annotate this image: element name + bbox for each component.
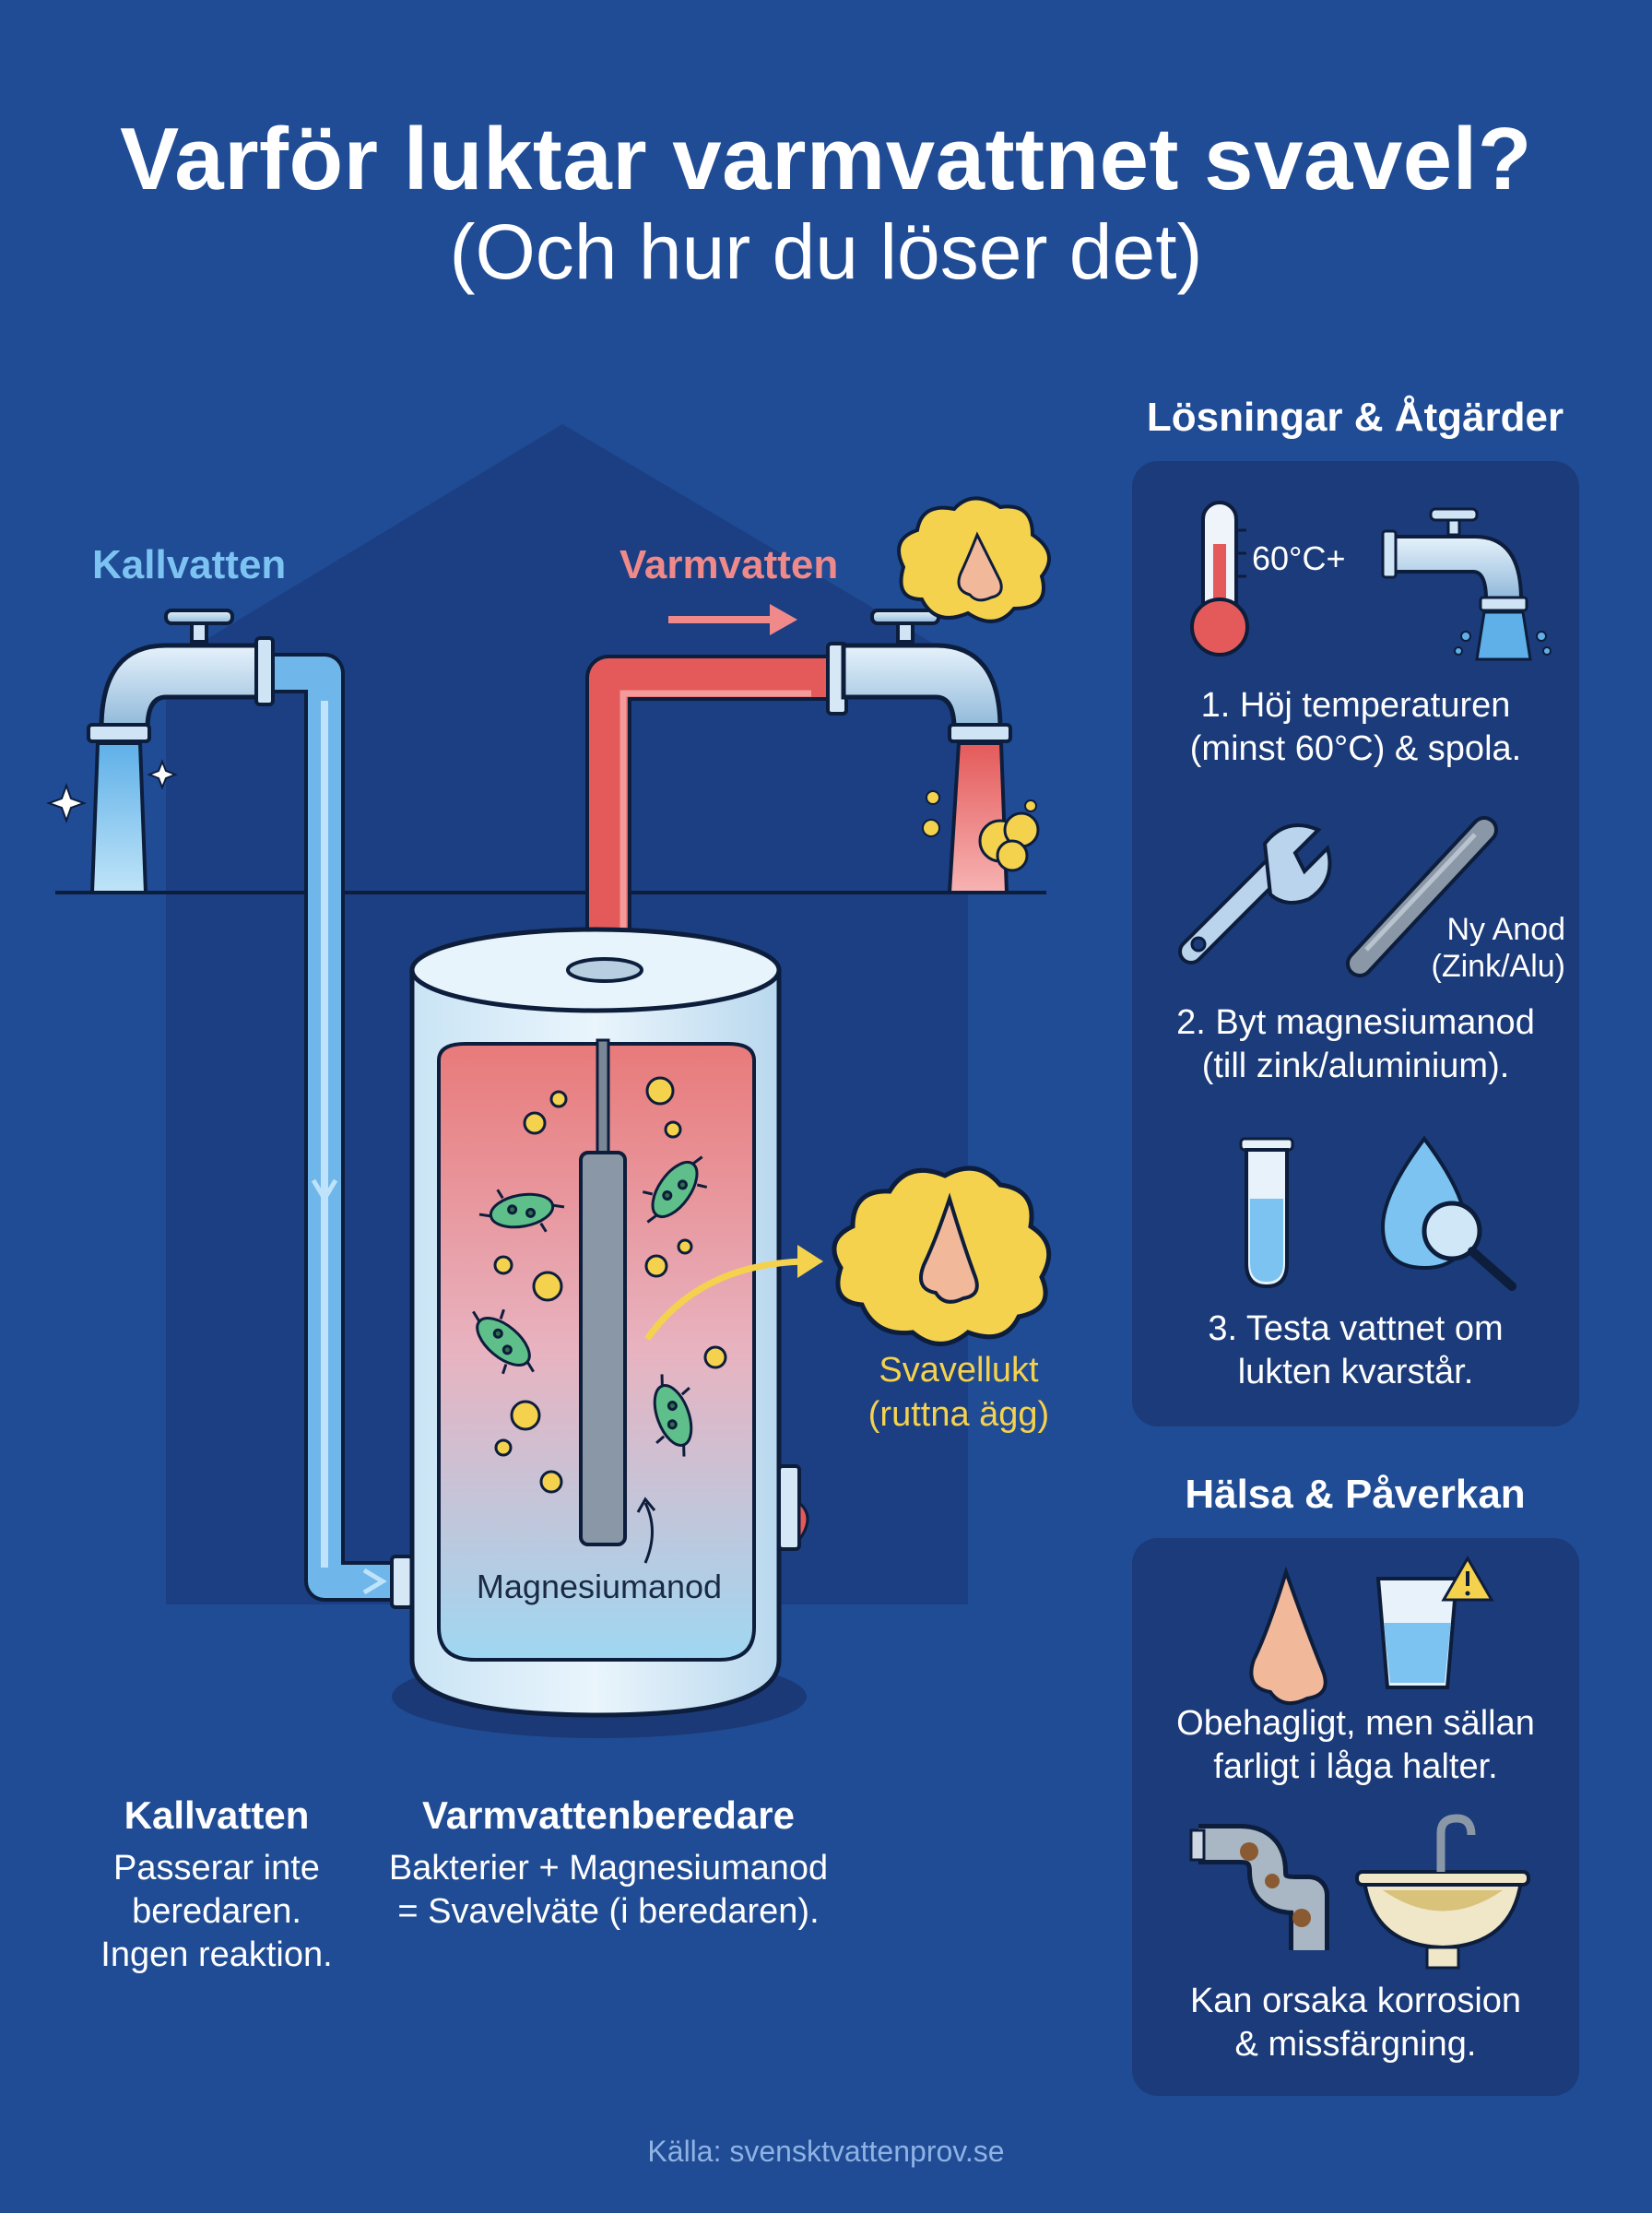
anode-rod bbox=[596, 1038, 610, 1162]
anode-rod-icon bbox=[1346, 816, 1498, 977]
solution-step-1: 1. Höj temperaturen (minst 60°C) & spola… bbox=[1132, 684, 1579, 771]
smell-label: Svavellukt (ruttna ägg) bbox=[830, 1348, 1088, 1437]
health-item-1-line2: farligt i låga halter. bbox=[1213, 1747, 1498, 1786]
solutions-panel bbox=[1132, 461, 1579, 1426]
solution-step-3-line1: 3. Testa vattnet om bbox=[1208, 1309, 1504, 1348]
hot-water-stream bbox=[947, 741, 1009, 894]
solution-step-3: 3. Testa vattnet om lukten kvarstår. bbox=[1132, 1308, 1579, 1394]
solution-step-3-line2: lukten kvarstår. bbox=[1237, 1353, 1474, 1391]
temperature-label: 60°C+ bbox=[1252, 539, 1346, 577]
thermometer-icon bbox=[1190, 501, 1249, 657]
sparkle-icon bbox=[147, 759, 178, 790]
cold-water-label: Kallvatten bbox=[92, 542, 287, 587]
sink-icon bbox=[1355, 1814, 1530, 1970]
anode-label: Magnesiumanod bbox=[476, 1568, 723, 1605]
cold-caption-title: Kallvatten bbox=[124, 1793, 310, 1837]
health-item-2-line2: & missfärgning. bbox=[1234, 2025, 1477, 2064]
bacteria-icon bbox=[472, 1155, 708, 1457]
cold-caption-line3: Ingen reaktion. bbox=[100, 1935, 333, 1974]
cold-faucet-icon bbox=[87, 609, 275, 743]
water-drop-magnifier-icon bbox=[1380, 1135, 1516, 1291]
page-title: Varför luktar varmvattnet svavel? bbox=[120, 110, 1532, 208]
water-glass-icon bbox=[1375, 1577, 1459, 1689]
health-item-2-line1: Kan orsaka korrosion bbox=[1189, 1982, 1522, 2020]
new-anode-label-line2: (Zink/Alu) bbox=[1431, 949, 1565, 984]
hot-water-label: Varmvatten bbox=[620, 542, 839, 587]
cold-caption-line1: Passerar inte bbox=[113, 1849, 320, 1888]
smell-cloud-icon bbox=[832, 1166, 1052, 1346]
solution-step-2: 2. Byt magnesiumanod (till zink/aluminiu… bbox=[1132, 1001, 1579, 1088]
water-heater-tank bbox=[392, 927, 809, 1738]
cold-inlet-arrow bbox=[362, 1568, 387, 1595]
sparkle-icon bbox=[46, 783, 87, 823]
solution-step-2-line2: (till zink/aluminium). bbox=[1201, 1047, 1510, 1085]
rusty-pipe-icon bbox=[1189, 1824, 1329, 1950]
health-item-2: Kan orsaka korrosion & missfärgning. bbox=[1132, 1980, 1579, 2066]
solution-step-2-line1: 2. Byt magnesiumanod bbox=[1176, 1003, 1535, 1042]
nose-icon bbox=[919, 1192, 979, 1304]
warning-icon bbox=[1441, 1556, 1494, 1602]
cold-water-stream bbox=[89, 741, 148, 894]
anode-rod bbox=[579, 1151, 627, 1546]
solution-step-1-line2: (minst 60°C) & spola. bbox=[1189, 729, 1522, 768]
page-subtitle: (Och hur du löser det) bbox=[449, 208, 1203, 295]
hot-faucet-icon bbox=[841, 609, 1012, 743]
test-tube-icon bbox=[1239, 1137, 1294, 1289]
nose-icon bbox=[957, 531, 1003, 602]
nose-icon bbox=[1249, 1566, 1328, 1706]
cold-caption: Kallvatten Passerar inte beredaren. Inge… bbox=[55, 1793, 378, 1977]
heater-caption-line1: Bakterier + Magnesiumanod bbox=[388, 1849, 829, 1888]
faucet-icon bbox=[1381, 507, 1552, 661]
bubbles bbox=[493, 1076, 727, 1494]
smell-arrow bbox=[644, 1245, 823, 1342]
cold-caption-line2: beredaren. bbox=[132, 1892, 301, 1931]
heater-caption-title: Varmvattenberedare bbox=[422, 1793, 795, 1837]
health-heading: Hälsa & Påverkan bbox=[1185, 1472, 1526, 1517]
wrench-icon bbox=[1178, 823, 1332, 964]
hot-steam-cloud bbox=[922, 790, 1040, 872]
new-anode-label: Ny Anod (Zink/Alu) bbox=[1364, 911, 1565, 985]
source-credit: Källa: svensktvattenprov.se bbox=[647, 2135, 1005, 2168]
hot-flow-arrow bbox=[668, 604, 797, 635]
health-panel bbox=[1132, 1538, 1579, 2096]
smell-cloud-icon bbox=[897, 496, 1051, 623]
smell-label-line1: Svavellukt bbox=[879, 1351, 1039, 1390]
solution-step-1-line1: 1. Höj temperaturen bbox=[1200, 686, 1511, 725]
cold-pipe bbox=[263, 653, 414, 1609]
health-item-1-line1: Obehagligt, men sällan bbox=[1176, 1704, 1535, 1743]
heater-caption: Varmvattenberedare Bakterier + Magnesium… bbox=[364, 1793, 853, 1934]
health-item-1: Obehagligt, men sällan farligt i låga ha… bbox=[1132, 1702, 1579, 1789]
smell-label-line2: (ruttna ägg) bbox=[867, 1395, 1050, 1434]
heater-caption-line2: = Svavelväte (i beredaren). bbox=[397, 1892, 820, 1931]
cold-flow-arrow bbox=[311, 1178, 338, 1203]
new-anode-label-line1: Ny Anod bbox=[1446, 912, 1565, 947]
solutions-heading: Lösningar & Åtgärder bbox=[1146, 395, 1564, 440]
